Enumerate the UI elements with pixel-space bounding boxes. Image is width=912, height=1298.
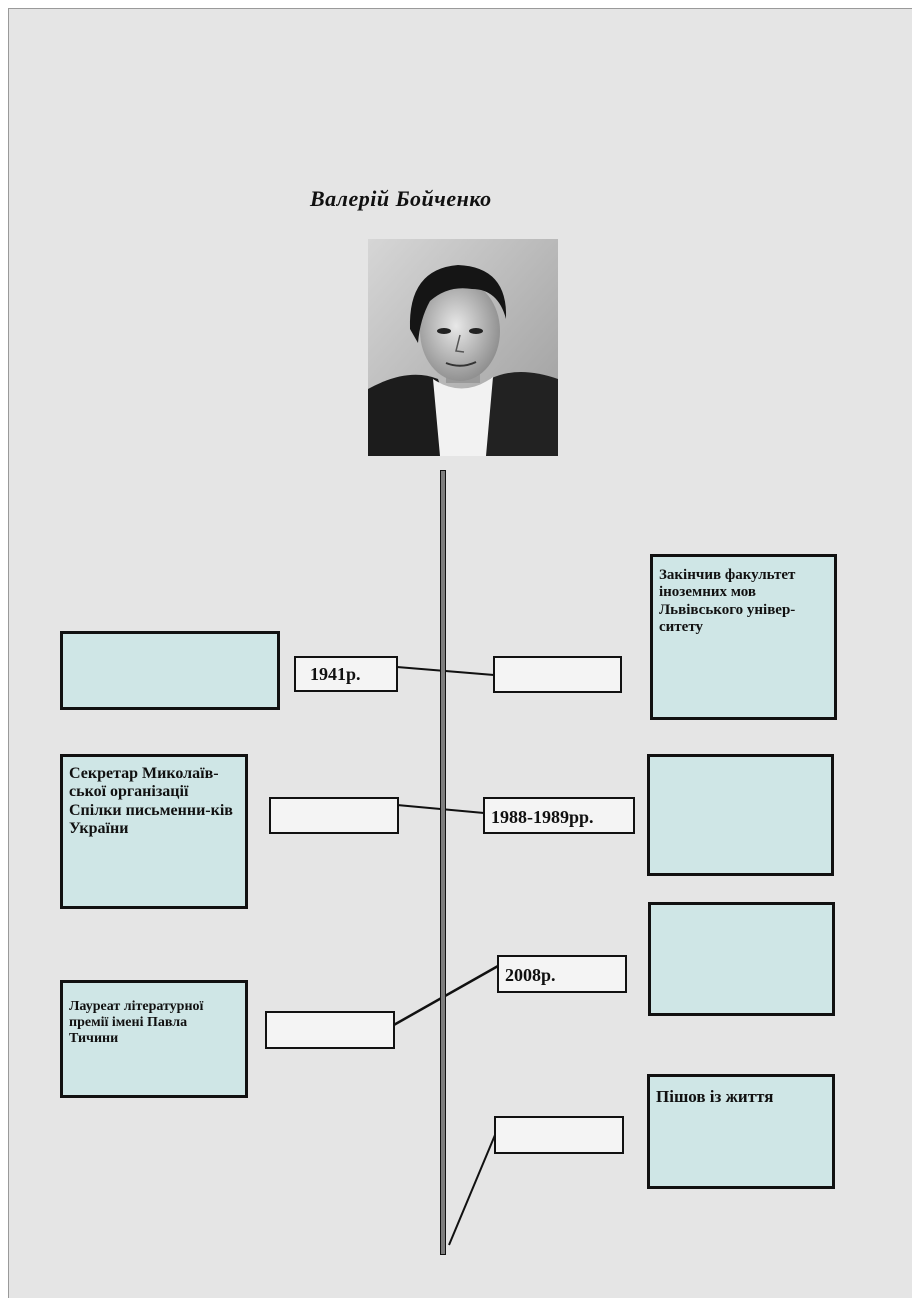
event-text: Закінчив факультет іноземних мов Львівсь…	[659, 567, 796, 635]
portrait-photo	[368, 239, 558, 456]
date-box-left-3	[265, 1011, 395, 1049]
event-box-right-2	[647, 754, 834, 876]
event-box-right-4: Пішов із життя	[647, 1074, 835, 1189]
event-box-right-1: Закінчив факультет іноземних мов Львівсь…	[650, 554, 837, 720]
date-box-2008: 2008р.	[497, 955, 627, 993]
event-text: Секретар Миколаїв-ської організації Спіл…	[69, 765, 233, 838]
event-box-left-3: Лауреат літературної премії імені Павла …	[60, 980, 248, 1098]
event-box-left-1	[60, 631, 280, 710]
date-label: 1941р.	[310, 664, 361, 684]
page-title: Валерій Бойченко	[310, 186, 492, 211]
date-box-last	[494, 1116, 624, 1154]
date-box-right-1	[493, 656, 622, 693]
date-label: 2008р.	[505, 965, 556, 985]
event-text: Пішов із життя	[656, 1087, 774, 1106]
timeline-axis	[440, 470, 446, 1255]
date-box-1988: 1988-1989рр.	[483, 797, 635, 834]
event-box-left-2: Секретар Миколаїв-ської організації Спіл…	[60, 754, 248, 909]
date-box-1941: 1941р.	[294, 656, 398, 692]
event-text: Лауреат літературної премії імені Павла …	[69, 999, 204, 1047]
date-label: 1988-1989рр.	[491, 807, 594, 827]
event-box-right-3	[648, 902, 835, 1016]
date-box-left-2	[269, 797, 399, 834]
